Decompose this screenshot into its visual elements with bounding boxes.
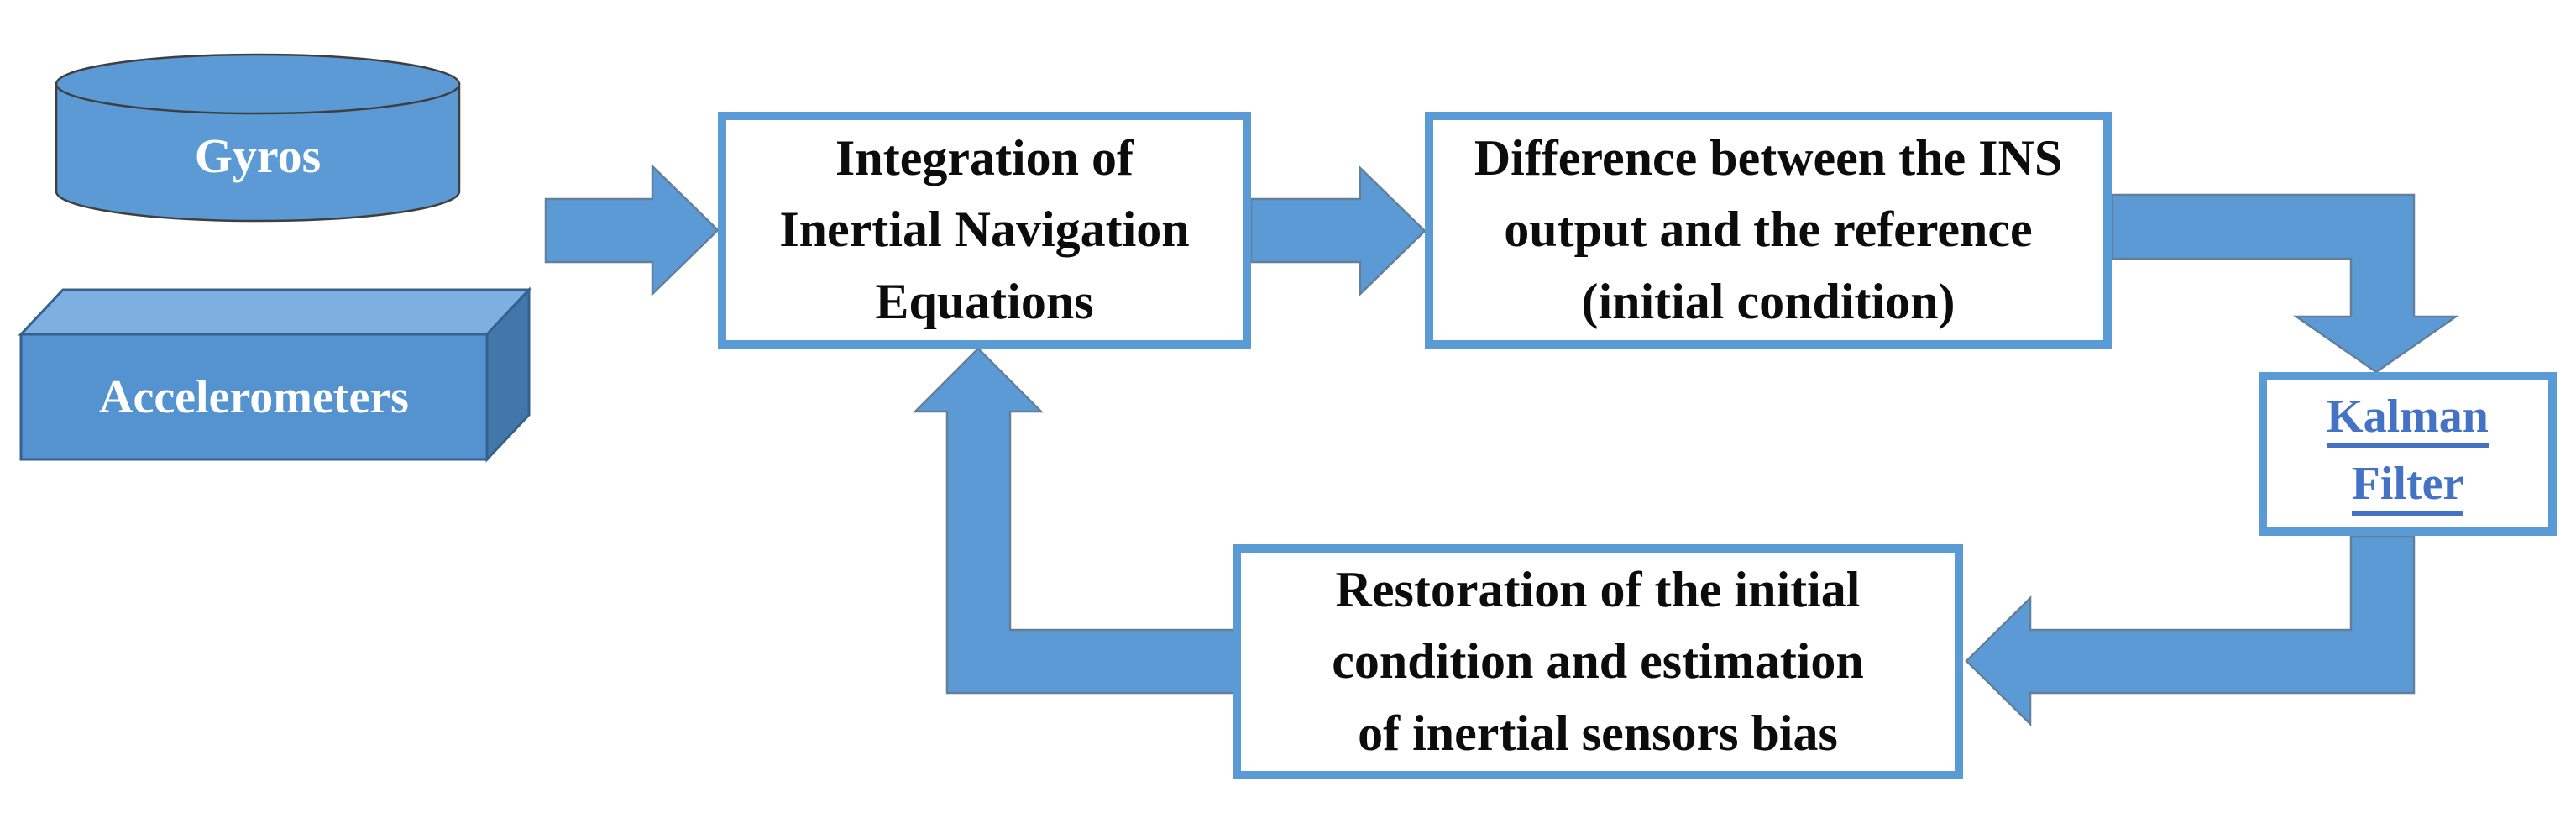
accelerometers-cube-shape [18,286,532,463]
node-difference-line-2: output and the reference [1504,202,2033,258]
node-kalman-line-2: Filter [2351,460,2464,516]
flow-arrow-restoration-to-integration [912,347,1236,695]
node-kalman-line-2-text: Filter [2351,460,2464,516]
node-restoration-line-1: Restoration of the initial [1335,562,1861,618]
node-integration-line-3: Equations [875,273,1094,329]
flow-arrow-difference-to-kalman [2110,193,2459,374]
node-restoration-line-2: condition and estimation [1332,633,1864,690]
gyros-node-label: Gyros [194,128,322,183]
node-kalman-line-1-text: Kalman [2327,393,2489,448]
node-difference-line-3: (initial condition) [1581,273,1956,329]
node-integration: Integration of Inertial Navigation Equat… [718,112,1251,349]
node-restoration: Restoration of the initial condition and… [1233,544,1963,779]
node-restoration-line-3: of inertial sensors bias [1358,705,1838,761]
flow-arrow-sensors-to-integration [544,164,720,296]
gyros-cylinder-shape [55,53,461,223]
flow-arrow-kalman-to-restoration [1965,534,2416,726]
node-kalman-filter: Kalman Filter [2259,372,2557,536]
node-integration-line-1: Integration of [835,130,1134,186]
flow-arrow-integration-to-difference [1249,165,1427,296]
node-difference: Difference between the INS output and th… [1425,112,2112,349]
node-kalman-line-1: Kalman [2327,393,2489,448]
node-integration-line-2: Inertial Navigation [779,202,1190,258]
accelerometers-node-label: Accelerometers [99,370,409,423]
node-difference-line-1: Difference between the INS [1474,130,2063,186]
